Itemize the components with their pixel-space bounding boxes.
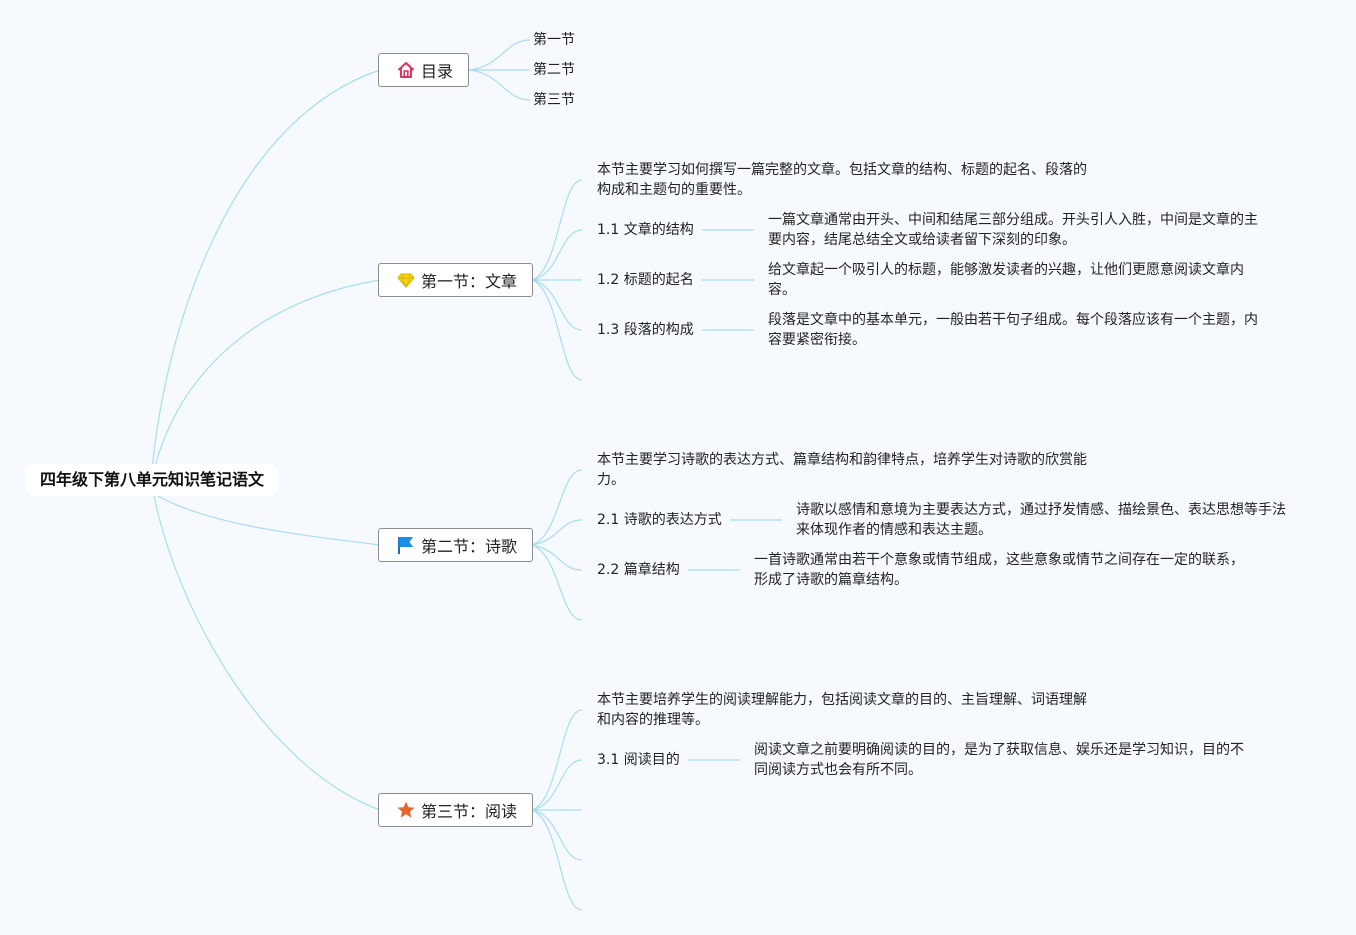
root-topic[interactable]: 四年级下第八单元知识笔记语文 [26, 464, 278, 496]
section-1-intro[interactable]: 本节主要学习如何撰写一篇完整的文章。包括文章的结构、标题的起名、段落的构成和主题… [597, 162, 1087, 198]
section-2-sub-1[interactable]: 2.1 诗歌的表达方式 [597, 512, 722, 528]
topic-section-3-label: 第三节：阅读 [421, 802, 518, 821]
diamond-icon [396, 270, 416, 290]
section-3-sub-1-note[interactable]: 阅读文章之前要明确阅读的目的，是为了获取信息、娱乐还是学习知识，目的不同阅读方式… [754, 742, 1244, 778]
section-1-sub-1-note[interactable]: 一篇文章通常由开头、中间和结尾三部分组成。开头引人入胜，中间是文章的主要内容，结… [768, 212, 1258, 248]
section-1-sub-1[interactable]: 1.1 文章的结构 [597, 222, 694, 238]
topic-section-2[interactable]: 第二节：诗歌 [378, 528, 533, 562]
house-icon [396, 60, 416, 80]
section-2-intro[interactable]: 本节主要学习诗歌的表达方式、篇章结构和韵律特点，培养学生对诗歌的欣赏能力。 [597, 452, 1087, 488]
topic-toc-label: 目录 [421, 62, 454, 81]
toc-item-3[interactable]: 第三节 [533, 92, 575, 108]
section-2-sub-2-note[interactable]: 一首诗歌通常由若干个意象或情节组成，这些意象或情节之间存在一定的联系，形成了诗歌… [754, 552, 1244, 588]
topic-toc[interactable]: 目录 [378, 53, 469, 87]
section-1-sub-3[interactable]: 1.3 段落的构成 [597, 322, 694, 338]
section-3-sub-1[interactable]: 3.1 阅读目的 [597, 752, 680, 768]
topic-section-2-label: 第二节：诗歌 [421, 537, 518, 556]
topic-section-1[interactable]: 第一节：文章 [378, 263, 533, 297]
section-1-sub-2-note[interactable]: 给文章起一个吸引人的标题，能够激发读者的兴趣，让他们更愿意阅读文章内容。 [768, 262, 1244, 298]
toc-item-2[interactable]: 第二节 [533, 62, 575, 78]
flag-icon [396, 535, 416, 555]
section-3-intro[interactable]: 本节主要培养学生的阅读理解能力，包括阅读文章的目的、主旨理解、词语理解和内容的推… [597, 692, 1087, 728]
topic-section-3[interactable]: 第三节：阅读 [378, 793, 533, 827]
star-icon [396, 800, 416, 820]
section-2-sub-1-note[interactable]: 诗歌以感情和意境为主要表达方式，通过抒发情感、描绘景色、表达思想等手法来体现作者… [796, 502, 1286, 538]
toc-item-1[interactable]: 第一节 [533, 32, 575, 48]
topic-section-1-label: 第一节：文章 [421, 272, 518, 291]
section-1-sub-2[interactable]: 1.2 标题的起名 [597, 272, 694, 288]
section-1-sub-3-note[interactable]: 段落是文章中的基本单元，一般由若干句子组成。每个段落应该有一个主题，内容要紧密衔… [768, 312, 1258, 348]
section-2-sub-2[interactable]: 2.2 篇章结构 [597, 562, 680, 578]
